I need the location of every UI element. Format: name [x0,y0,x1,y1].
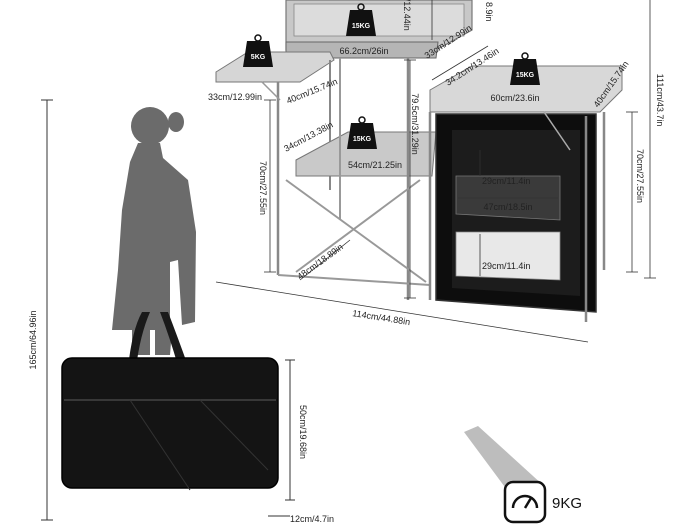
weight-light-beam [464,426,544,494]
person-height-label: 165cm/64.96in [28,310,38,369]
height-total-label: 111cm/43.7in [655,74,665,127]
right-table-width-label: 60cm/23.6in [490,93,539,103]
cabinet-gap-top-label: 29cm/11.4in [482,176,530,186]
weight-icon-top [346,3,376,36]
carry-bag [61,312,279,491]
kitchen-table [215,0,623,322]
weight-label-shelf: 15KG [353,136,372,143]
height-shelf-post-label: 79.5cm/31.29in [410,93,420,155]
weight-icon-shelf [347,116,377,149]
weight-label-top: 15KG [352,23,371,30]
dimension-lines [215,0,656,343]
bag-height-label: 50cm/19.68in [298,405,308,459]
windscreen-side-label: 8.9in [484,2,494,22]
left-table-depth-label: 33cm/12.99in [208,92,262,102]
weight-icon-right-table [510,52,540,85]
weight-label-right-table: 15KG [516,72,535,79]
bag-dimension-lines [268,359,295,517]
total-width-label: 114cm/44.88in [352,308,411,327]
height-left-table-label: 70cm/27.55in [258,161,268,215]
height-windscreen-label: 31.6cm/12.44in [402,0,412,31]
scale-icon [503,480,547,524]
product-weight-label: 9KG [552,495,582,512]
cabinet-shelf-width-label: 47cm/18.5in [483,202,532,212]
weight-label-left-table: 5KG [251,54,266,61]
person-height-dimension [41,99,53,521]
leg-depth-label: 48cm/18.89in [295,242,345,282]
height-right-label: 70cm/27.55in [635,149,645,203]
top-width-label: 66.2cm/26in [339,46,388,56]
bag-thickness-label: 12cm/4.7in [290,514,334,524]
shelf-width-label: 54cm/21.25in [348,160,402,170]
cabinet-gap-bottom-label: 29cm/11.4in [482,261,530,271]
person-silhouette [112,107,196,355]
weight-icon-left-table [243,34,273,67]
